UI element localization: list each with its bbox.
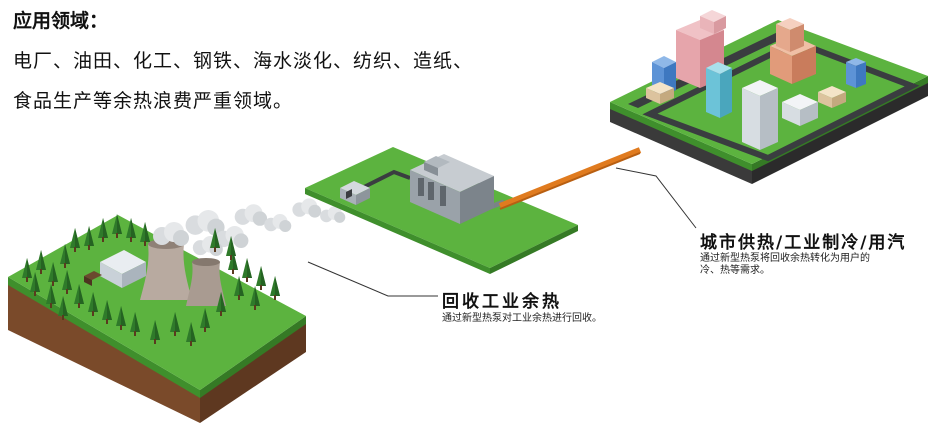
island-soil-side (200, 322, 306, 423)
heat-pump-platform (305, 147, 578, 274)
recovery-caption-desc: 通过新型热泵对工业余热进行回收。 (442, 313, 602, 324)
island-soil-front (8, 283, 200, 423)
pipe-icon (357, 169, 411, 192)
island-grass-edge-left (8, 277, 200, 398)
recovery-caption-title: 回收工业余热 (442, 292, 562, 312)
heat-pump-unit-icon (410, 154, 494, 224)
application-text-line-1: 电厂、油田、化工、钢铁、海水淡化、纺织、造纸、 (13, 50, 474, 72)
recovery-leader-line (307, 261, 438, 297)
application-text-line-2: 食品生产等余热浪费严重领域。 (13, 90, 294, 112)
building-icon (646, 10, 866, 150)
island-grass-top (8, 215, 306, 390)
island-grass-edge-right (200, 316, 306, 398)
city-caption-desc: 通过新型热泵将回收余热转化为用户的冷、热等需求。 (700, 253, 870, 276)
power-plant-island (8, 198, 346, 423)
heat-supply-pipe-icon (498, 147, 642, 209)
city-island (610, 10, 928, 184)
application-heading: 应用领域： (13, 10, 109, 32)
factory-building-icon (84, 250, 146, 288)
city-caption-title: 城市供热/工业制冷/用汽 (700, 233, 907, 253)
city-leader-line (615, 167, 697, 229)
small-unit-icon (340, 181, 370, 205)
